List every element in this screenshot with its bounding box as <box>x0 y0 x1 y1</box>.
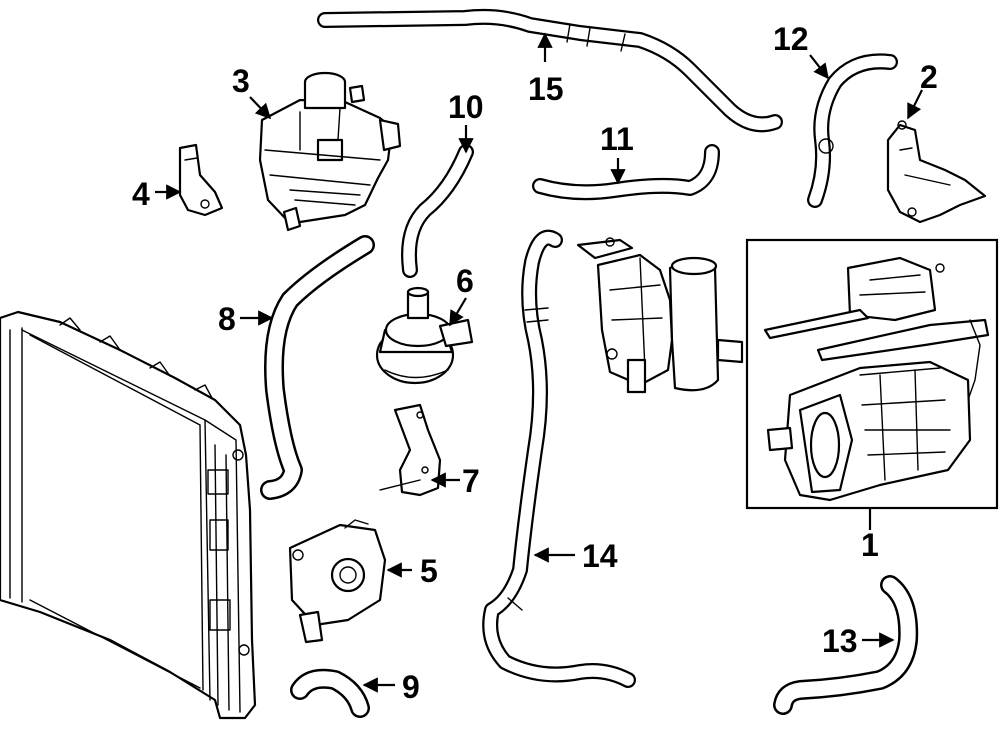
bracket-4 <box>178 143 224 217</box>
hose-15 <box>317 8 783 133</box>
inverter-assembly-box <box>745 238 999 510</box>
callout-1: 1 <box>861 527 879 563</box>
hose-12 <box>807 53 898 208</box>
coolant-reservoir <box>258 71 402 232</box>
leader-lines <box>155 32 923 693</box>
hose-14 <box>482 229 636 688</box>
callout-14: 14 <box>582 538 618 574</box>
electric-unit <box>576 237 744 394</box>
callout-11: 11 <box>600 121 634 157</box>
callout-4: 4 <box>132 176 150 212</box>
bracket-7 <box>379 403 442 497</box>
callout-6: 6 <box>456 263 474 299</box>
callout-2: 2 <box>920 59 938 95</box>
hose-9 <box>290 668 370 718</box>
hose-11 <box>532 144 720 201</box>
callout-12: 12 <box>773 21 809 57</box>
callout-13: 13 <box>822 623 858 659</box>
callout-15: 15 <box>528 71 564 107</box>
callout-7: 7 <box>462 463 480 499</box>
hose-10 <box>401 144 474 278</box>
hose-8 <box>260 235 375 500</box>
callout-labels: 15 3 4 10 6 8 7 5 9 11 12 2 1 14 13 <box>132 21 938 705</box>
callout-5: 5 <box>420 553 438 589</box>
callout-8: 8 <box>218 301 236 337</box>
callout-10: 10 <box>448 89 484 125</box>
water-pump-6 <box>375 286 474 385</box>
hose-13 <box>773 575 919 715</box>
callout-9: 9 <box>402 669 420 705</box>
radiator <box>0 310 257 720</box>
valve-5 <box>288 519 387 644</box>
bracket-2 <box>886 120 987 224</box>
callout-3: 3 <box>232 63 250 99</box>
